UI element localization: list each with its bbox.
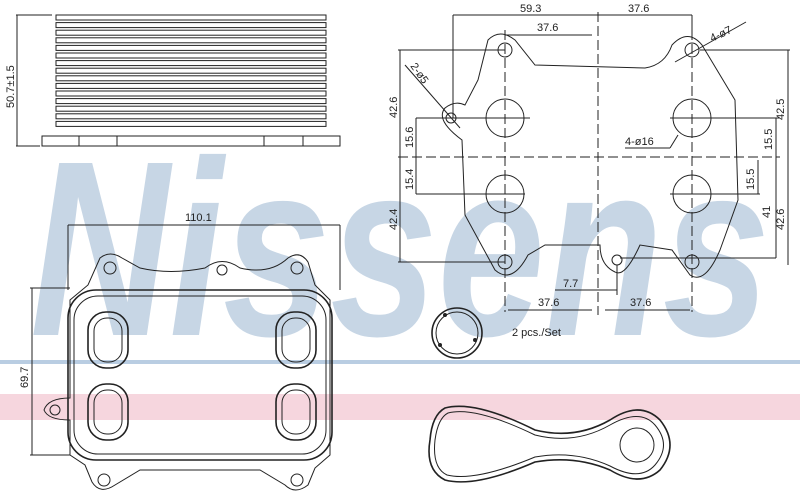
dimension-label: 4-ø16 [625, 136, 654, 148]
gasket-dimension-drawing: 59.3 37.6 37.6 4-ø7 2-ø5 4-ø16 42.6 42.4… [388, 3, 790, 315]
front-height-dimension: 69.7 [19, 367, 31, 388]
cooler-fin [55, 37, 327, 44]
cooler-fin [55, 90, 327, 97]
round-seal-ring [431, 307, 483, 359]
cooler-fin [55, 14, 327, 21]
dimension-label: 2-ø5 [408, 61, 431, 86]
dimension-label: 42.6 [775, 209, 787, 230]
width-dimension: 110.1 [185, 212, 212, 224]
cooler-fin [55, 98, 327, 105]
dimension-label: 4-ø7 [708, 24, 734, 44]
figure-eight-seal [428, 405, 671, 483]
dimension-label: 42.4 [388, 209, 400, 230]
dimension-label: 59.3 [520, 3, 541, 15]
cooler-fin [55, 105, 327, 112]
cooler-side-view: 50.7±1.5 [5, 14, 341, 147]
dimension-label: 7.7 [563, 278, 578, 290]
dimension-label: 42.6 [388, 97, 400, 118]
dimension-label: 37.6 [630, 297, 651, 309]
cooler-fin [55, 113, 327, 120]
cooler-fin [55, 60, 327, 67]
cooler-fin [55, 67, 327, 74]
cooler-front-view: 110.1 69.7 [19, 212, 341, 491]
dimension-label: 15.6 [404, 127, 416, 148]
dimension-label: 15.5 [745, 169, 757, 190]
seal-quantity-note: 2 pcs./Set [512, 327, 561, 339]
dimension-label: 37.6 [537, 22, 558, 34]
dimension-label: 15.5 [763, 129, 775, 150]
dimension-label: 41 [761, 206, 773, 218]
cooler-fin [55, 75, 327, 82]
cooler-fin [55, 44, 327, 51]
dimension-label: 37.6 [538, 297, 559, 309]
cooler-fin [55, 120, 327, 127]
cooler-fin [55, 22, 327, 29]
dimension-label: 15.4 [404, 169, 416, 190]
dimension-label: 42.5 [775, 99, 787, 120]
dimension-label: 37.6 [628, 3, 649, 15]
cooler-fin [55, 52, 327, 59]
height-dimension: 50.7±1.5 [5, 65, 17, 108]
cooler-fin [55, 82, 327, 89]
cooler-fin [55, 29, 327, 36]
